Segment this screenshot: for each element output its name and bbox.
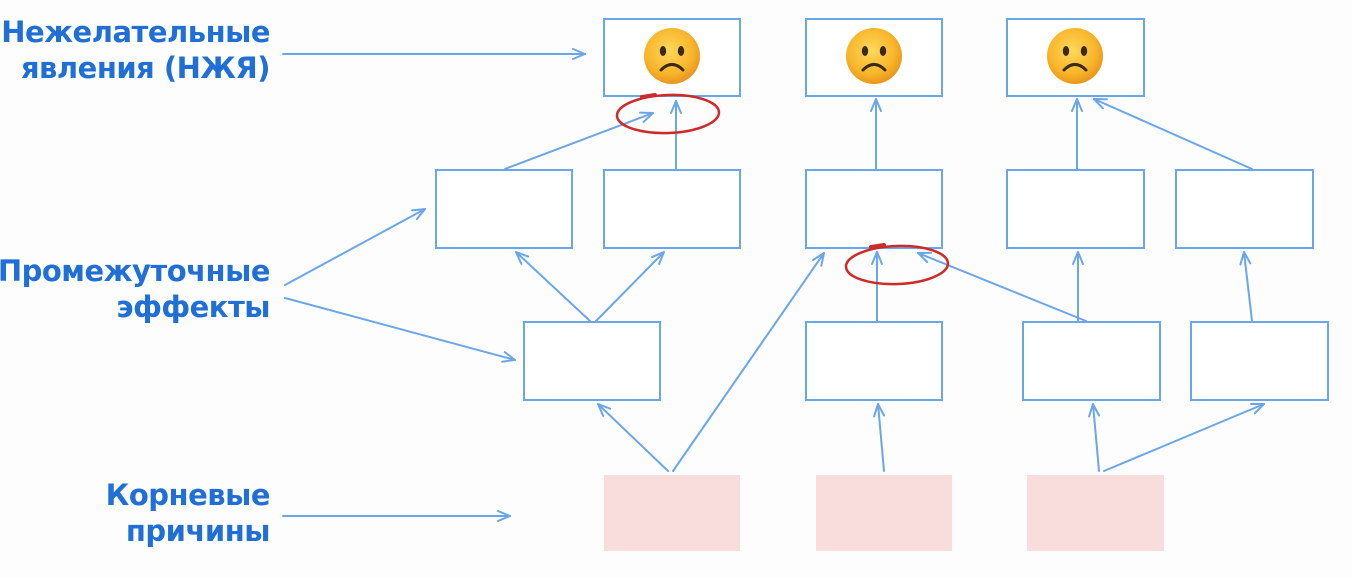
cause-arrow <box>515 251 591 322</box>
intermediate-effect-box <box>435 169 573 249</box>
cause-arrow <box>1088 403 1101 472</box>
intermediate-effect-box <box>805 321 943 401</box>
frowning-face-icon <box>642 26 702 86</box>
intermediate-effect-box <box>805 169 943 249</box>
intermediate-effect-box <box>603 169 741 249</box>
cause-arrow <box>1093 98 1253 170</box>
frowning-face-icon <box>1045 26 1105 86</box>
label-root-line-1: Корневые <box>105 478 271 512</box>
label-root-causes: Корневые причины <box>105 477 271 549</box>
intermediate-effect-box <box>1190 321 1329 401</box>
label-intermediate-line-1: Промежуточные <box>0 254 271 288</box>
pointer-arrow-intermediate-upper <box>284 208 426 286</box>
cause-arrow <box>873 403 886 472</box>
and-junction-highlight-mark <box>640 93 657 99</box>
cause-arrow <box>1103 403 1265 472</box>
label-root-line-2: причины <box>125 514 271 548</box>
and-junction-highlight-mark <box>869 243 886 249</box>
cause-arrow <box>917 251 1087 322</box>
label-undesirable-line-1: Нежелательные <box>1 15 270 49</box>
intermediate-effect-box <box>1006 169 1145 249</box>
label-undesirable-line-2: явления (НЖЯ) <box>20 51 271 85</box>
pointer-arrow-intermediate-lower <box>284 297 516 363</box>
frowning-face-icon <box>844 26 904 86</box>
label-undesirable-effects: Нежелательные явления (НЖЯ) <box>1 14 270 86</box>
intermediate-effect-box <box>1175 169 1314 249</box>
and-junction-highlight <box>615 93 721 135</box>
root-cause-box <box>816 475 952 551</box>
cause-arrow <box>504 111 654 170</box>
root-cause-box <box>604 475 740 551</box>
cause-arrow <box>672 252 825 472</box>
cause-arrow <box>595 251 665 322</box>
root-cause-box <box>1027 475 1164 551</box>
label-intermediate-line-2: эффекты <box>116 290 270 324</box>
cause-arrow <box>1239 251 1253 322</box>
label-intermediate-effects: Промежуточные эффекты <box>0 253 271 325</box>
and-junction-highlight <box>844 244 950 286</box>
intermediate-effect-box <box>1022 321 1161 401</box>
cause-arrow <box>597 403 669 472</box>
intermediate-effect-box <box>523 321 661 401</box>
